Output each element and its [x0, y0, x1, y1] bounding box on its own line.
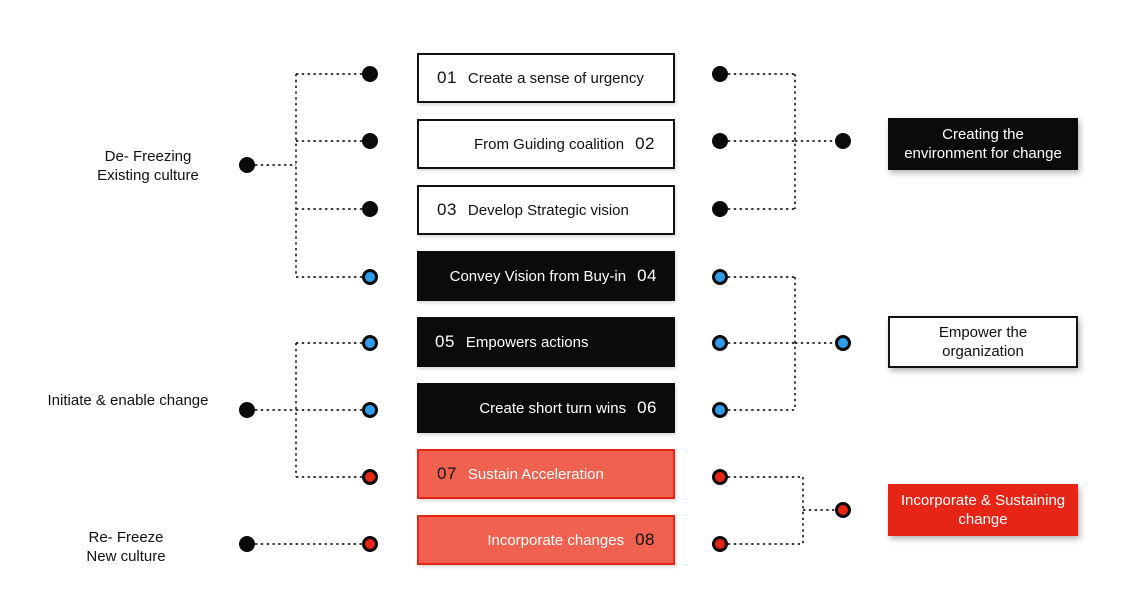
step-dot-left-08: [362, 536, 378, 552]
step-dot-left-06: [362, 402, 378, 418]
outcome3-connectors: [728, 476, 835, 545]
outcome-box-environment: Creating the environment for change: [888, 118, 1078, 170]
step-dot-right-05: [712, 335, 728, 351]
phase-hub-dot: [239, 402, 255, 418]
phase-label-initiate: Initiate & enable change: [28, 391, 228, 410]
step-box-05: 05 Empowers actions: [417, 317, 675, 367]
step-number: 05: [435, 332, 455, 351]
outcome-box-sustain: Incorporate & Sustaining change: [888, 484, 1078, 536]
step-label: Create short turn wins: [479, 399, 627, 417]
outcome-label-line: environment for change: [904, 145, 1062, 162]
step-dot-right-04: [712, 269, 728, 285]
phase2-connectors: [255, 342, 362, 478]
step-box-08: Incorporate changes 08: [417, 515, 675, 565]
step-number: 03: [437, 200, 457, 219]
phase-label-line: De- Freezing: [104, 148, 192, 165]
step-label: Empowers actions: [465, 333, 589, 351]
phase-label-line: Initiate & enable change: [47, 392, 209, 409]
step-box-07: 07 Sustain Acceleration: [417, 449, 675, 499]
step-dot-left-04: [362, 269, 378, 285]
step-box-01: 01 Create a sense of urgency: [417, 53, 675, 103]
step-number: 06: [637, 398, 657, 417]
step-label: Create a sense of urgency: [467, 69, 644, 87]
step-dot-left-02: [362, 133, 378, 149]
phase-label-line: Existing culture: [97, 167, 199, 184]
step-dot-right-08: [712, 536, 728, 552]
step-label: From Guiding coalition: [474, 135, 625, 153]
outcome-label-line: change: [958, 511, 1008, 528]
phase-label-line: Re- Freeze: [88, 529, 164, 546]
phase1-connectors: [255, 73, 362, 278]
step-label: Incorporate changes: [487, 531, 625, 549]
outcome1-connectors: [728, 73, 835, 210]
step-dot-right-07: [712, 469, 728, 485]
step-dot-left-01: [362, 66, 378, 82]
phase-label-line: New culture: [86, 548, 166, 565]
outcome-label-line: Creating the: [942, 126, 1024, 143]
outcome-label-line: organization: [942, 343, 1024, 360]
step-label: Sustain Acceleration: [467, 465, 604, 483]
step-box-06: Create short turn wins 06: [417, 383, 675, 433]
step-number: 07: [437, 464, 457, 483]
step-box-04: Convey Vision from Buy-in 04: [417, 251, 675, 301]
outcome2-connectors: [728, 276, 835, 411]
step-box-02: From Guiding coalition 02: [417, 119, 675, 169]
outcome-hub-dot: [835, 133, 851, 149]
step-box-03: 03 Develop Strategic vision: [417, 185, 675, 235]
outcome-box-empower: Empower the organization: [888, 316, 1078, 368]
step-dot-left-03: [362, 201, 378, 217]
step-dot-right-03: [712, 201, 728, 217]
phase-label-defreezing: De- Freezing Existing culture: [58, 147, 238, 185]
step-label: Develop Strategic vision: [467, 201, 629, 219]
outcome-hub-dot: [835, 335, 851, 351]
step-dot-left-07: [362, 469, 378, 485]
phase-label-refreeze: Re- Freeze New culture: [36, 528, 216, 566]
step-number: 04: [637, 266, 657, 285]
step-number: 02: [635, 134, 655, 153]
step-number: 01: [437, 68, 457, 87]
outcome-label-line: Incorporate & Sustaining: [900, 492, 1066, 509]
step-dot-right-01: [712, 66, 728, 82]
outcome-hub-dot: [835, 502, 851, 518]
step-dot-right-06: [712, 402, 728, 418]
outcome-label-line: Empower the: [938, 324, 1028, 341]
step-label: Convey Vision from Buy-in: [449, 267, 627, 285]
phase-hub-dot: [239, 157, 255, 173]
step-dot-right-02: [712, 133, 728, 149]
step-dot-left-05: [362, 335, 378, 351]
step-number: 08: [635, 530, 655, 549]
phase-hub-dot: [239, 536, 255, 552]
